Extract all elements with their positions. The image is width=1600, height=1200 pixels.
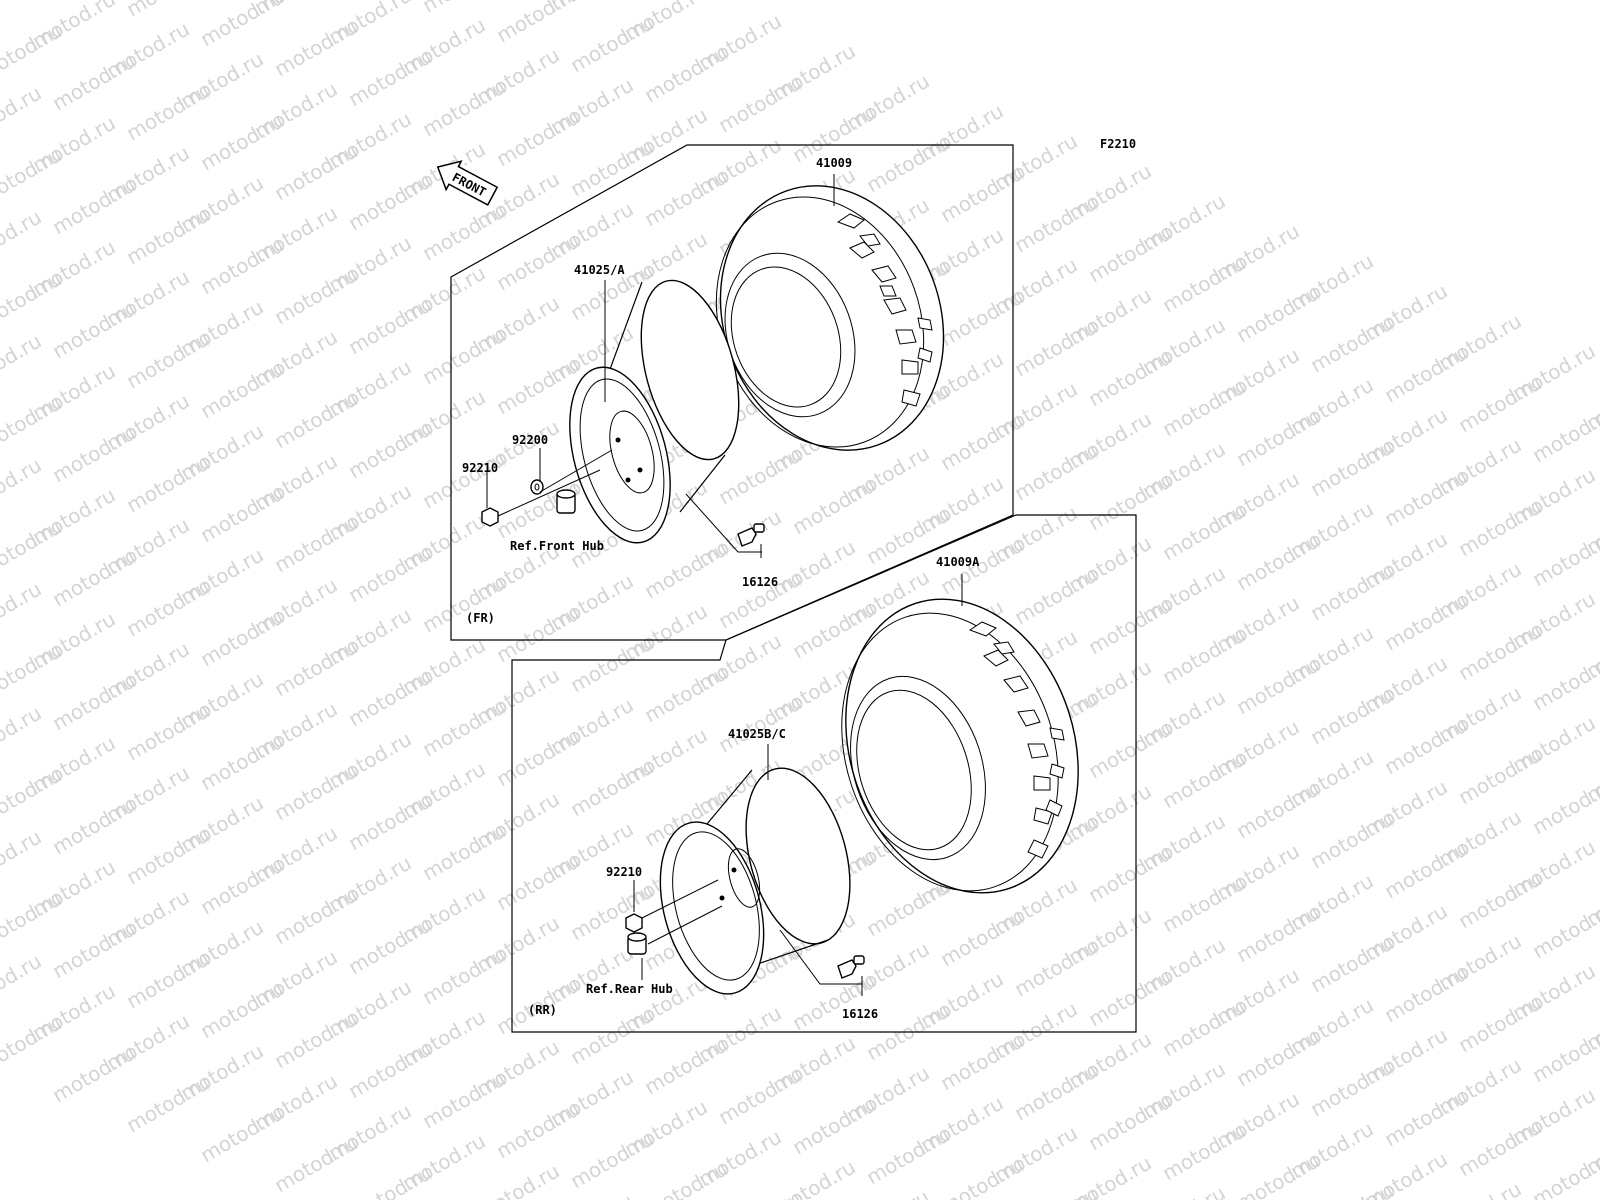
rear-section-frame [511,514,1137,1033]
rear-tire-label: 41009A [936,555,980,569]
front-hub-ref-label: Ref.Front Hub [510,539,604,553]
front-valve-label: 16126 [742,575,778,589]
rear-wheel-label: 41025B/C [728,727,786,741]
rear-hub-ref-label: Ref.Rear Hub [586,982,673,996]
rear-nut-label: 92210 [606,865,642,879]
front-valve [737,523,765,547]
rear-valve-label: 16126 [842,1007,878,1021]
front-wheel-label: 41025/A [574,263,625,277]
front-section: 41009 41025/A 92200 92210 Ref.Front Hub … [450,144,1014,641]
rear-valve [837,955,865,979]
front-nut-label: 92210 [462,461,498,475]
front-washer [530,479,544,495]
front-tire [715,185,945,451]
rear-nut [625,913,643,933]
rear-section: 41009A 41025B/C 92210 Ref.Rear Hub 16126… [511,514,1137,1033]
front-tire-tread [836,213,933,407]
rear-wheel [659,767,851,995]
front-section-frame [450,144,1014,641]
front-nut [481,507,499,527]
front-wheel [569,279,740,544]
rear-tire-tread [968,621,1065,859]
front-tire-label: 41009 [816,156,852,170]
front-washer-label: 92200 [512,433,548,447]
rear-section-tag: (RR) [528,1003,557,1017]
rear-hub-spacer [627,932,647,955]
front-direction-arrow: FRONT [436,160,499,206]
front-section-tag: (FR) [466,611,495,625]
front-hub-spacer [556,489,576,514]
rear-tire [841,598,1079,894]
figure-code: F2210 [1100,137,1136,151]
